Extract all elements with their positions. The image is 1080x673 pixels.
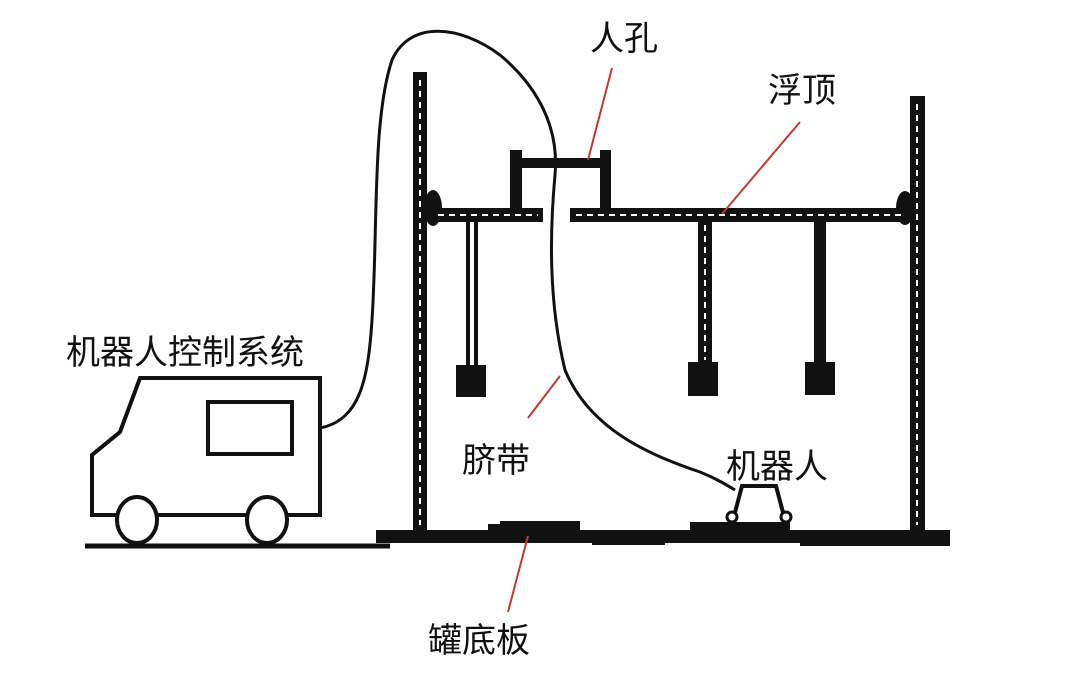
label-floating-roof: 浮顶 — [768, 71, 836, 111]
leader-manhole — [587, 67, 613, 161]
tank-bottom-raised-2 — [690, 522, 790, 532]
roof-leg-3 — [805, 222, 835, 395]
truck-wheel-front — [115, 495, 159, 545]
label-control-system: 机器人控制系统 — [66, 333, 304, 373]
leader-tank-bottom — [507, 535, 529, 613]
label-tank-bottom: 罐底板 — [428, 621, 530, 661]
label-umbilical: 脐带 — [462, 441, 530, 481]
manhole-right-post — [600, 150, 611, 210]
umbilical-cable — [319, 29, 736, 492]
label-robot: 机器人 — [726, 447, 828, 487]
leader-umbilical — [527, 375, 561, 419]
tank-bottom-raised-1 — [500, 521, 580, 533]
label-manhole: 人孔 — [590, 19, 658, 59]
tank-bottom-base — [376, 530, 950, 543]
leader-floating-roof — [721, 121, 801, 215]
manhole-top — [510, 158, 610, 168]
truck-wheel-rear — [245, 495, 289, 545]
floating-roof-right — [570, 208, 908, 222]
roof-leg-2 — [688, 222, 718, 396]
control-truck — [90, 376, 322, 545]
robot — [725, 484, 793, 524]
roof-leg-1 — [456, 222, 486, 397]
